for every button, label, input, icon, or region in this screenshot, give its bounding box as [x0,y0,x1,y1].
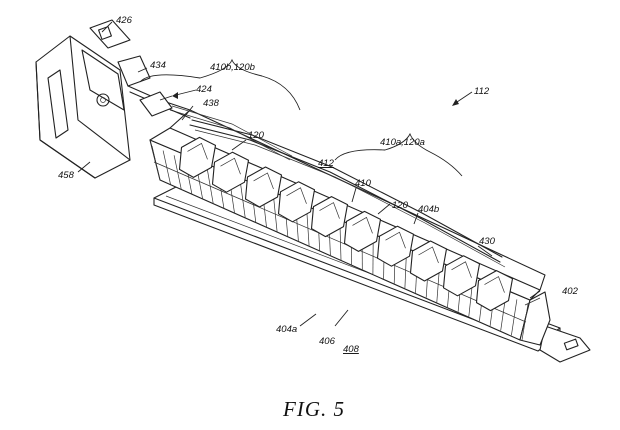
connector-module [35,19,191,179]
cell-pocket [310,196,349,238]
busbar-strips [169,105,506,268]
cell-pocket [409,240,448,282]
label-406: 406 [319,336,336,347]
label-438: 438 [203,98,220,109]
label-426: 426 [116,15,133,26]
label-410: 410 [355,178,372,189]
figure-caption: FIG. 5 [282,397,345,421]
label-404a: 404a [276,324,297,335]
cell-pocket [442,255,481,297]
cell-pocket-detail [319,202,340,219]
cell-pocket [277,181,316,223]
cell-pocket [178,136,217,178]
wall-midline [153,161,527,323]
cell-pocket-detail [418,246,439,264]
label-120-top: 120 [248,130,265,141]
cell-pocket [211,151,250,193]
leader-lines [77,21,541,327]
cell-pockets [178,136,514,312]
reference-labels: 426 434 410b,120b 424 438 112 120 410a,1… [58,15,579,355]
cell-pocket [475,270,514,312]
label-430: 430 [479,236,496,247]
label-434: 434 [150,60,166,71]
label-410a-120a: 410a,120a [380,137,425,148]
label-408: 408 [343,344,360,355]
label-412: 412 [318,158,335,169]
cell-pocket-detail [187,142,208,160]
cell-pocket-detail [220,157,241,175]
cell-pocket-detail [451,261,472,278]
cell-pocket-detail [484,276,505,293]
cell-pocket-detail [385,231,406,249]
cell-pocket-detail [253,172,274,190]
cell-pocket [244,166,283,208]
label-458: 458 [58,170,75,181]
front-ribs [151,145,529,341]
wall-rib [511,299,518,336]
cell-pocket [376,225,415,267]
label-112: 112 [474,86,490,97]
cell-pocket [343,210,382,252]
wall-rib [521,303,529,341]
label-404b: 404b [418,204,439,215]
label-410b-120b: 410b,120b [210,62,255,73]
cell-pocket-detail [286,187,307,204]
label-424: 424 [196,84,212,95]
label-120-mid: 120 [392,200,409,211]
cell-pocket-detail [352,216,373,234]
arrows [172,89,473,106]
label-402: 402 [562,286,579,297]
